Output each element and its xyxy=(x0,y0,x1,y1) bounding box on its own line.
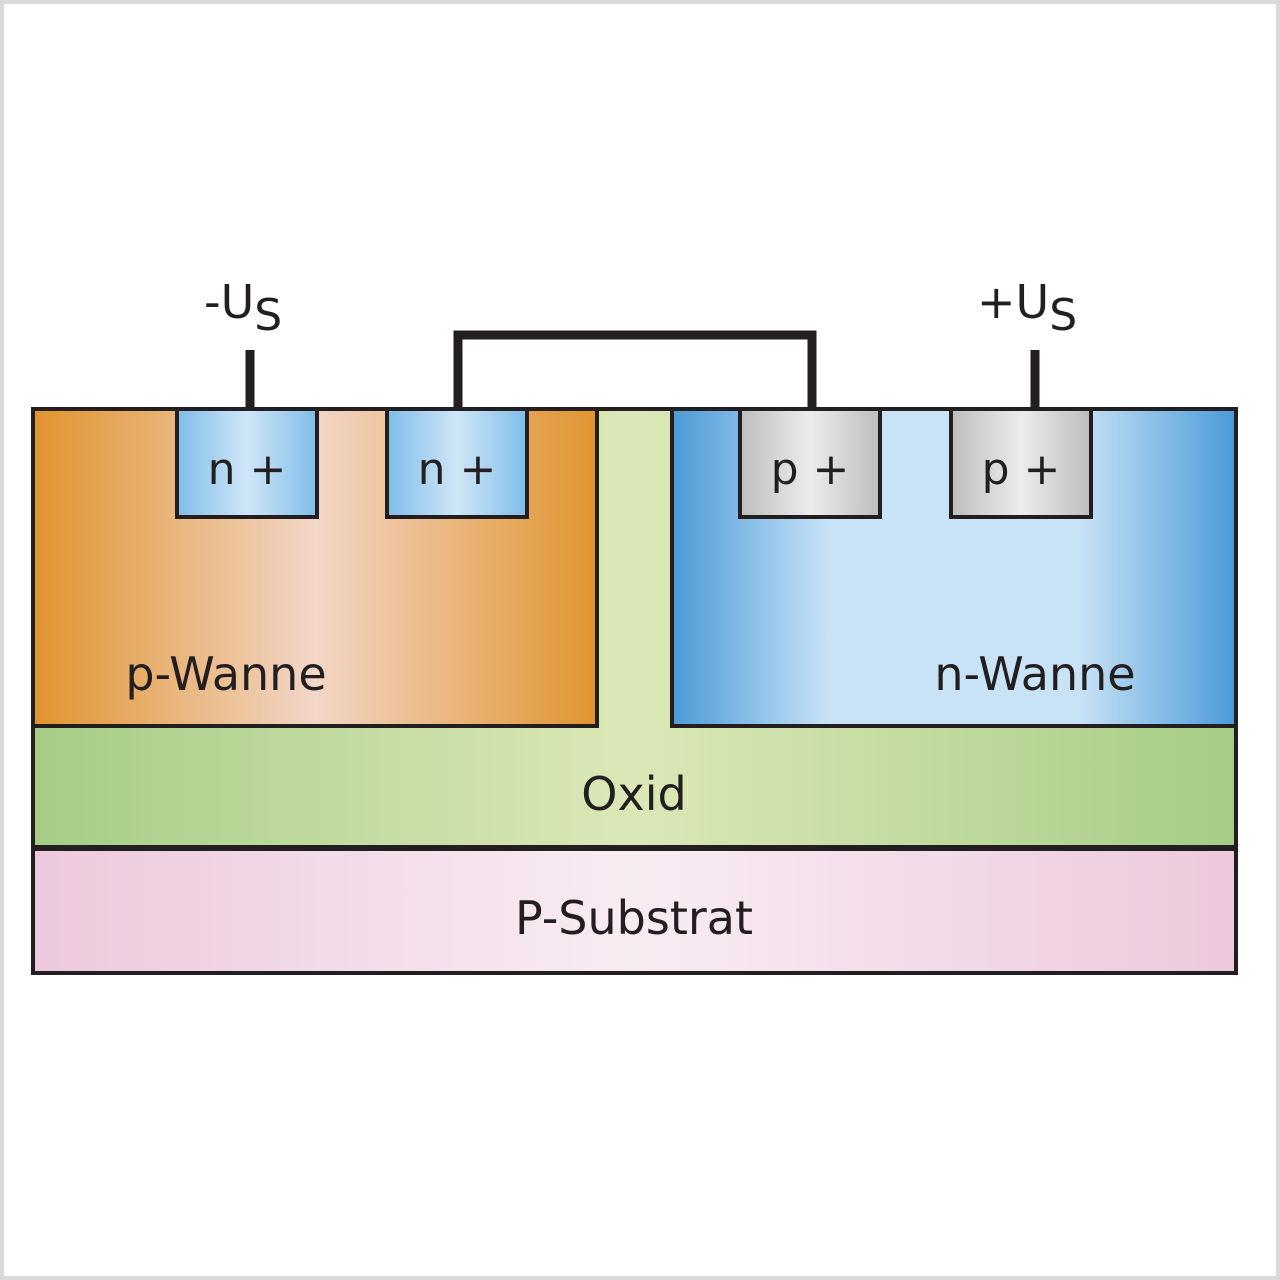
p-substrate-layer xyxy=(31,847,1238,975)
p-plus-region-1 xyxy=(738,407,882,519)
oxide-label: Oxid xyxy=(581,767,686,821)
n-plus-region-1 xyxy=(175,407,319,519)
n-plus-label-1: n + xyxy=(208,444,287,495)
n-plus-label-2: n + xyxy=(418,444,497,495)
n-well-label: n-Wanne xyxy=(934,647,1135,701)
interconnect-wire xyxy=(453,330,817,409)
p-plus-label-2: p + xyxy=(982,444,1061,495)
left-supply-label: -US xyxy=(204,275,282,341)
p-well-label: p-Wanne xyxy=(125,647,326,701)
substrate-label: P-Substrat xyxy=(515,891,753,945)
right-supply-label: +US xyxy=(977,275,1077,341)
device-outline xyxy=(31,407,1238,975)
p-plus-label-1: p + xyxy=(771,444,850,495)
n-plus-region-2 xyxy=(385,407,529,519)
p-plus-region-2 xyxy=(949,407,1093,519)
